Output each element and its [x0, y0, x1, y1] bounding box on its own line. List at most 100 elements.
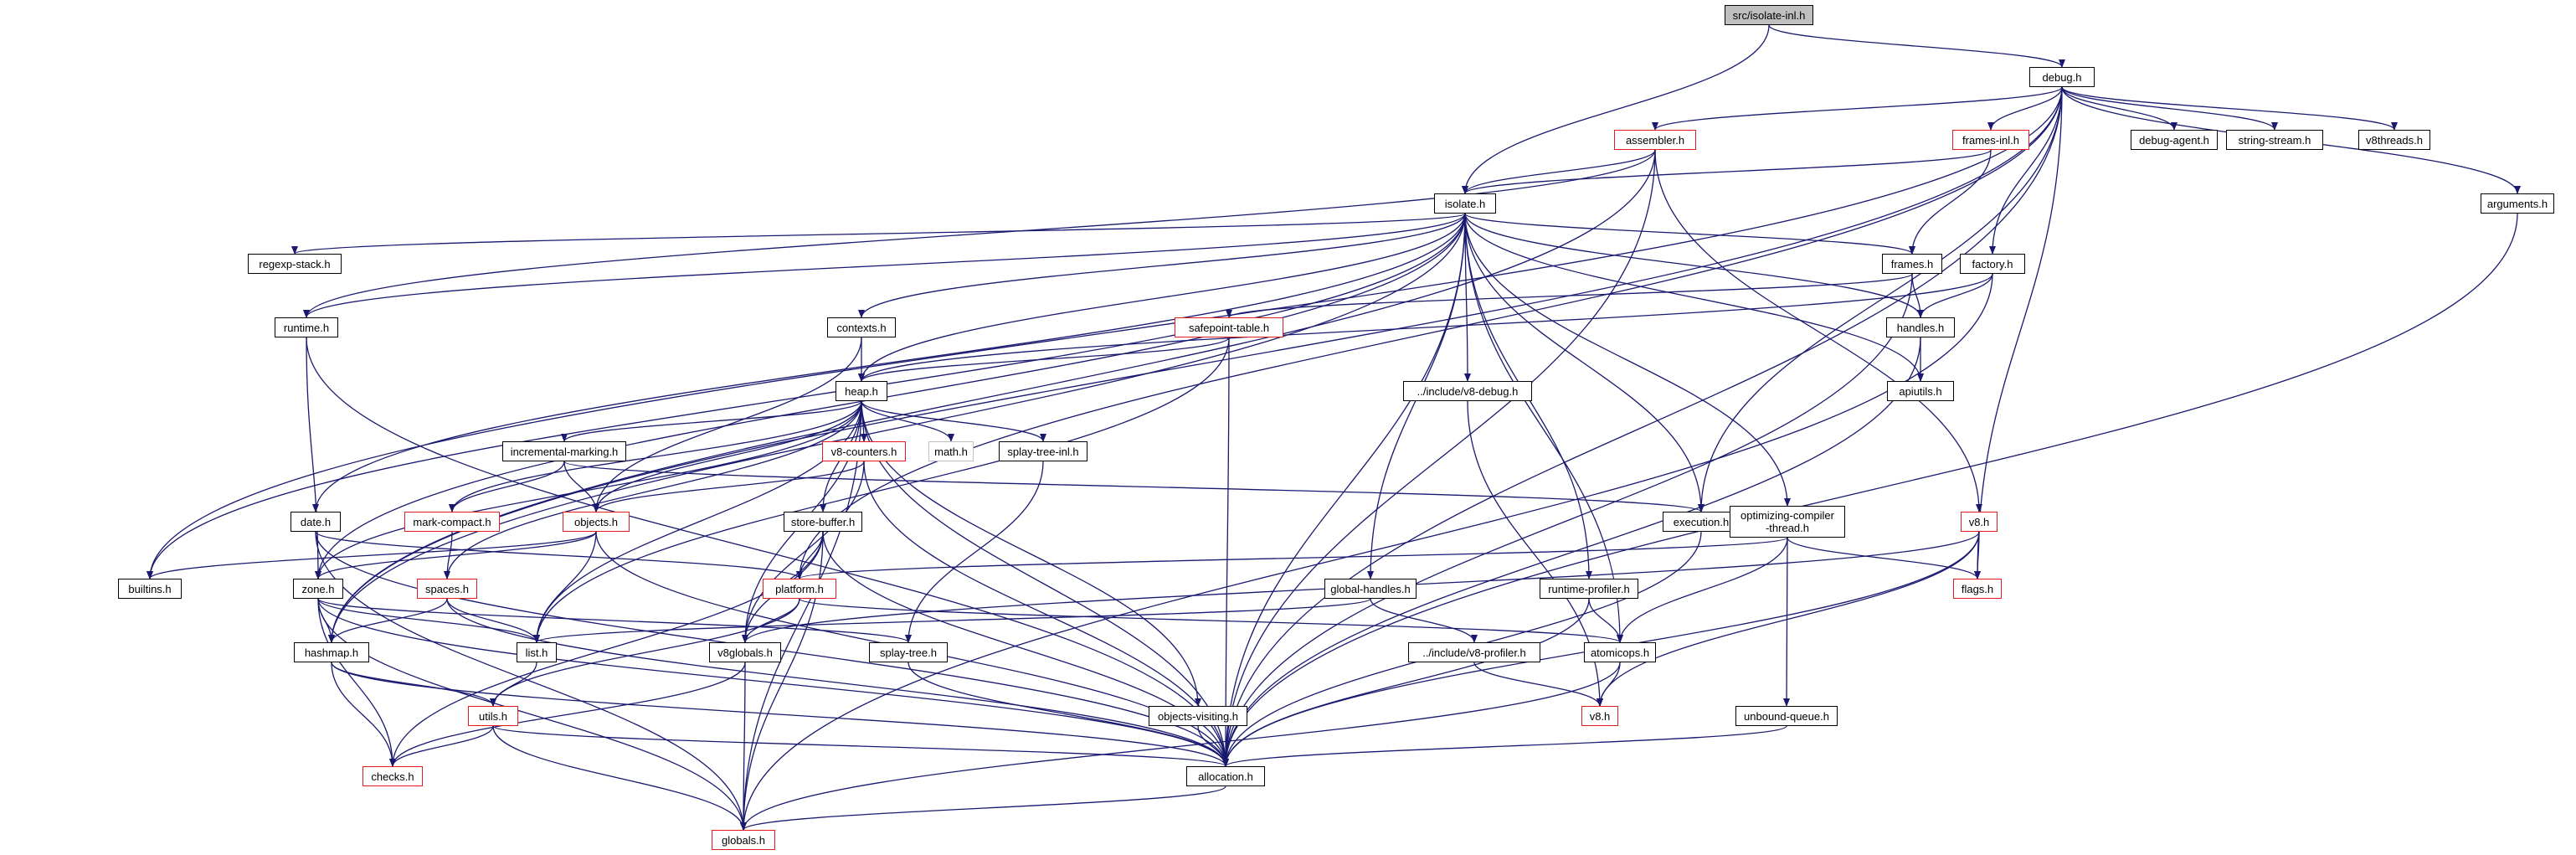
edge-global_handles-to-list	[533, 598, 1371, 643]
node-objects-visiting-h[interactable]: objects-visiting.h	[1149, 706, 1247, 726]
edge-utils-to-allocation	[492, 725, 1229, 767]
node-global-handles-h[interactable]: global-handles.h	[1324, 579, 1417, 599]
edge-debug-to-factory	[1989, 86, 2063, 255]
edge-utils-to-globals	[492, 725, 747, 831]
node-v8-h[interactable]: v8.h	[1961, 512, 1998, 532]
node-utils-h[interactable]: utils.h	[468, 706, 518, 726]
node-handles-h[interactable]: handles.h	[1886, 317, 1955, 337]
edge-heap-to-mark_compact	[449, 400, 862, 512]
node-v8-counters-h[interactable]: v8-counters.h	[822, 441, 906, 461]
edge-list-to-utils	[490, 662, 537, 707]
edge-factory-to-handles	[1917, 273, 1993, 318]
node-include-v8-debug-h[interactable]: ../include/v8-debug.h	[1403, 381, 1532, 401]
edge-optimizing-to-atomicops	[1617, 537, 1788, 643]
node-globals-h[interactable]: globals.h	[712, 830, 775, 850]
node-allocation-h[interactable]: allocation.h	[1186, 766, 1265, 786]
edge-isolate-to-handles	[1464, 213, 1924, 318]
node-label: -thread.h	[1765, 522, 1810, 534]
edge-isolate-to-runtime	[303, 213, 1466, 318]
node-string-stream-h[interactable]: string-stream.h	[2226, 130, 2323, 150]
edge-spaces-to-hashmap	[328, 598, 448, 643]
node-heap-h[interactable]: heap.h	[836, 381, 887, 401]
edge-isolate-to-zone	[315, 213, 1466, 579]
edge-heap-to-spaces	[444, 400, 862, 579]
edge-heap-to-math	[861, 400, 954, 442]
edge-contexts-to-objects	[593, 337, 862, 512]
node-spaces-h[interactable]: spaces.h	[417, 579, 477, 599]
node-apiutils-h[interactable]: apiutils.h	[1887, 381, 1954, 401]
edge-debug-to-execution	[1698, 86, 2063, 512]
node-execution-h[interactable]: execution.h	[1663, 512, 1740, 532]
edge-frames-to-allocation	[1222, 273, 1913, 767]
node-debug-h[interactable]: debug.h	[2029, 67, 2095, 87]
edge-debug-to-assembler	[1652, 86, 2063, 131]
node-runtime-profiler-h[interactable]: runtime-profiler.h	[1540, 579, 1638, 599]
edge-isolate-to-hashmap	[328, 213, 1466, 643]
edge-zone-to-checks	[317, 598, 396, 767]
edge-platform-to-v8globals	[742, 598, 800, 643]
edge-v8-to-v8h	[1597, 531, 1980, 707]
node-zone-h[interactable]: zone.h	[293, 579, 343, 599]
edge-isolate-to-heap	[858, 213, 1466, 382]
node-store-buffer-h[interactable]: store-buffer.h	[784, 512, 862, 532]
node-objects-h[interactable]: objects.h	[563, 512, 630, 532]
node-v8-h[interactable]: v8.h	[1581, 706, 1618, 726]
edge-spaces-to-list	[446, 598, 540, 643]
node-debug-agent-h[interactable]: debug-agent.h	[2131, 130, 2218, 150]
node-runtime-h[interactable]: runtime.h	[275, 317, 338, 337]
edge-incremental-to-objects	[563, 461, 599, 512]
edge-hashmap-to-checks	[331, 662, 396, 767]
node-list-h[interactable]: list.h	[517, 642, 557, 662]
node-factory-h[interactable]: factory.h	[1960, 254, 2025, 274]
edge-isolate-to-builtins	[147, 213, 1466, 579]
edge-frames-to-handles	[1911, 273, 1924, 318]
edge-isolate-to-allocation	[1222, 213, 1466, 767]
edge-hashmap-to-utils	[331, 662, 496, 707]
node-date-h[interactable]: date.h	[291, 512, 341, 532]
node-regexp-stack-h[interactable]: regexp-stack.h	[248, 254, 342, 274]
edge-utils-to-checks	[389, 725, 494, 767]
edge-isolate-to-regexp_stack	[291, 213, 1466, 255]
edge-objects-to-zone	[315, 531, 597, 579]
node-arguments-h[interactable]: arguments.h	[2481, 193, 2554, 214]
edge-objects-to-builtins	[147, 531, 597, 579]
node-checks-h[interactable]: checks.h	[362, 766, 423, 786]
edge-isolate-to-execution	[1464, 213, 1704, 512]
node-v8threads-h[interactable]: v8threads.h	[2358, 130, 2430, 150]
node-atomicops-h[interactable]: atomicops.h	[1584, 642, 1656, 662]
node-include-v8-profiler-h[interactable]: ../include/v8-profiler.h	[1408, 642, 1540, 662]
node-incremental-marking-h[interactable]: incremental-marking.h	[502, 441, 626, 461]
node-builtins-h[interactable]: builtins.h	[118, 579, 182, 599]
edge-debug-to-builtins	[147, 86, 2063, 579]
edge-splay-to-allocation	[908, 662, 1229, 767]
edge-include_profiler-to-v8h	[1473, 662, 1603, 707]
node-safepoint-table-h[interactable]: safepoint-table.h	[1175, 317, 1283, 337]
edge-debug-to-flags	[1974, 86, 2063, 579]
edge-zone-to-list	[317, 598, 540, 643]
node-splay-tree-h[interactable]: splay-tree.h	[869, 642, 948, 662]
node-optimizing-compiler-thread-h[interactable]: optimizing-compiler-thread.h	[1730, 506, 1845, 538]
node-mark-compact-h[interactable]: mark-compact.h	[404, 512, 500, 532]
node-platform-h[interactable]: platform.h	[763, 579, 836, 599]
node-splay-tree-inl-h[interactable]: splay-tree-inl.h	[999, 441, 1087, 461]
edge-optimizing-to-platform	[796, 537, 1788, 579]
node-contexts-h[interactable]: contexts.h	[827, 317, 896, 337]
edge-assembler-to-runtime	[303, 149, 1656, 318]
node-flags-h[interactable]: flags.h	[1953, 579, 2002, 599]
edge-frames_inl-to-frames	[1909, 149, 1992, 255]
node-frames-inl-h[interactable]: frames-inl.h	[1952, 130, 2029, 150]
edge-v8counters-to-v8globals	[742, 461, 865, 643]
node-v8globals-h[interactable]: v8globals.h	[709, 642, 781, 662]
node-unbound-queue-h[interactable]: unbound-queue.h	[1735, 706, 1838, 726]
node-hashmap-h[interactable]: hashmap.h	[294, 642, 369, 662]
edge-isolate-to-include_debug	[1463, 213, 1471, 382]
edge-safepoint-to-heap	[858, 337, 1230, 382]
node-assembler-h[interactable]: assembler.h	[1614, 130, 1696, 150]
edge-isolate-to-contexts	[858, 213, 1466, 318]
edge-factory-to-globals	[740, 273, 1993, 831]
edge-assembler-to-isolate	[1462, 149, 1656, 194]
edge-mark_compact-to-spaces	[444, 531, 453, 579]
node-frames-h[interactable]: frames.h	[1882, 254, 1942, 274]
node-isolate-h[interactable]: isolate.h	[1434, 193, 1496, 214]
edge-allocation-to-globals	[740, 785, 1226, 831]
